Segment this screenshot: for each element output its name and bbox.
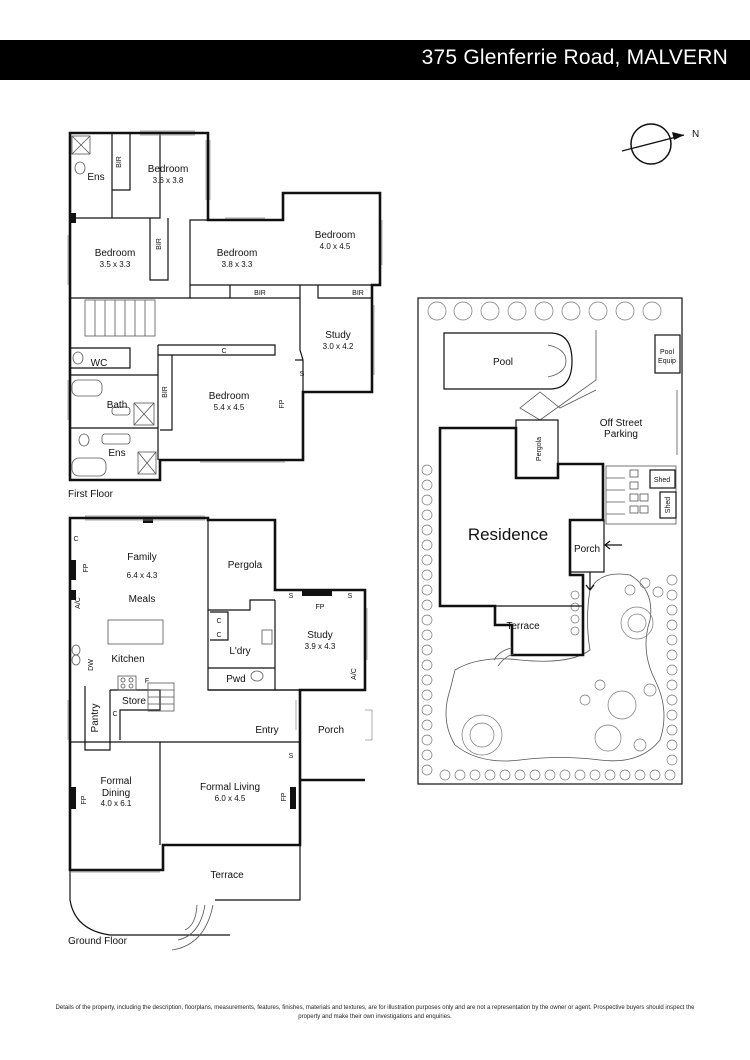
gf-store-label: Store	[122, 696, 146, 707]
ff-bedroom-e-label: Bedroom	[209, 391, 250, 402]
ff-bedroom-d-label: Bedroom	[315, 230, 356, 241]
gf-c-b-label: C	[216, 618, 221, 625]
site-pergola-label: Pergola	[536, 437, 543, 461]
site-pool-equip-label-2: Equip	[658, 358, 676, 365]
gf-formal-living-dim: 6.0 x 4.5	[215, 794, 246, 803]
gf-formal-living-label: Formal Living	[200, 782, 260, 793]
ground-floor-label: Ground Floor	[68, 936, 128, 947]
gf-formal-dining-label-2: Dining	[102, 788, 130, 799]
gf-fp-b-label: FP	[316, 604, 325, 611]
ff-wc-label: WC	[91, 358, 108, 369]
gf-family-dim: 6.4 x 4.3	[127, 571, 158, 580]
ff-bedroom-a-label: Bedroom	[148, 164, 189, 175]
ff-bedroom-a-dim: 3.6 x 3.8	[153, 176, 184, 185]
first-floor-label: First Floor	[68, 489, 114, 500]
ff-bir5-label: BIR	[162, 386, 169, 398]
disclaimer-text: Details of the property, including the d…	[30, 1004, 720, 1022]
ff-study-dim: 3.0 x 4.2	[323, 342, 354, 351]
gf-ac-b-label: A/C	[351, 668, 358, 680]
site-plan: Pool Pool Equip Off Street Parking Resid…	[417, 297, 683, 785]
ff-bir2-label: BIR	[156, 238, 163, 250]
gf-fp-d-label: FP	[281, 792, 288, 801]
header-bar: 375 Glenferrie Road, MALVERN	[0, 40, 750, 80]
gf-s-c-label: S	[289, 753, 294, 760]
ff-study-label: Study	[325, 330, 351, 341]
gf-study-dim: 3.9 x 4.3	[305, 642, 336, 651]
gf-meals-label: Meals	[129, 594, 156, 605]
site-terrace-label: Terrace	[506, 621, 540, 632]
gf-ldry-label: L'dry	[229, 646, 250, 657]
ff-bir3-label: BIR	[254, 290, 266, 297]
gf-c-a-label: C	[73, 536, 78, 543]
ff-bath-label: Bath	[107, 400, 128, 411]
gf-fp-a-label: FP	[83, 563, 90, 572]
ff-bir4-label: BIR	[352, 290, 364, 297]
compass-icon: N	[621, 123, 699, 165]
ff-bedroom-c-label: Bedroom	[217, 248, 258, 259]
compass-north-label: N	[692, 129, 699, 140]
site-pool-label: Pool	[493, 357, 513, 368]
ff-bir-label: BIR	[116, 156, 123, 168]
ff-bedroom-b-dim: 3.5 x 3.3	[100, 260, 131, 269]
gf-dw-label: DW	[88, 659, 95, 671]
property-address-title: 375 Glenferrie Road, MALVERN	[421, 46, 728, 69]
gf-terrace-label: Terrace	[210, 870, 244, 881]
ff-fp-label: FP	[279, 399, 286, 408]
site-porch-label: Porch	[574, 544, 600, 555]
ff-ens2-label: Ens	[108, 448, 125, 459]
site-parking-label: Off Street	[600, 418, 643, 429]
site-shed-label-2: Shed	[665, 497, 672, 513]
gf-pergola-label: Pergola	[228, 560, 263, 571]
gf-ac-a-label: A/C	[75, 597, 82, 609]
ground-floor-plan: Family 6.4 x 4.3 Meals Kitchen Pergola C…	[67, 515, 373, 951]
gf-f-label: F	[145, 678, 149, 685]
ff-ens-label: Ens	[87, 172, 104, 183]
gf-formal-dining-label: Formal	[100, 776, 131, 787]
gf-kitchen-label: Kitchen	[111, 654, 144, 665]
site-shed-label: Shed	[654, 477, 670, 484]
gf-entry-label: Entry	[255, 725, 278, 736]
ff-bedroom-d-dim: 4.0 x 4.5	[320, 242, 351, 251]
site-parking-label-2: Parking	[604, 429, 638, 440]
gf-pwd-label: Pwd	[226, 674, 245, 685]
disclaimer-line-2: property and make their own investigatio…	[298, 1014, 452, 1020]
gf-c-d-label: C	[112, 711, 117, 718]
site-pool-equip-label: Pool	[660, 349, 674, 356]
first-floor-plan: Ens BIR Bedroom 3.6 x 3.8 Bedroom 3.5 x …	[67, 130, 383, 500]
gf-study-label: Study	[307, 630, 333, 641]
gf-porch-label: Porch	[318, 725, 344, 736]
ff-bedroom-e-dim: 5.4 x 4.5	[214, 403, 245, 412]
floorplan-drawing: N	[67, 123, 699, 951]
gf-fp-c-label: FP	[81, 795, 88, 804]
gf-family-label: Family	[127, 552, 156, 563]
ff-bedroom-c-dim: 3.8 x 3.3	[222, 260, 253, 269]
site-residence-label: Residence	[468, 525, 548, 544]
ff-s-label: S	[300, 371, 305, 378]
gf-s-a-label: S	[289, 593, 294, 600]
ff-bedroom-b-label: Bedroom	[95, 248, 136, 259]
gf-formal-dining-dim: 4.0 x 6.1	[101, 799, 132, 808]
ff-c-label: C	[221, 348, 226, 355]
gf-pantry-label: Pantry	[90, 704, 101, 733]
gf-c-c-label: C	[216, 632, 221, 639]
disclaimer-line-1: Details of the property, including the d…	[55, 1005, 695, 1011]
gf-s-b-label: S	[348, 593, 353, 600]
